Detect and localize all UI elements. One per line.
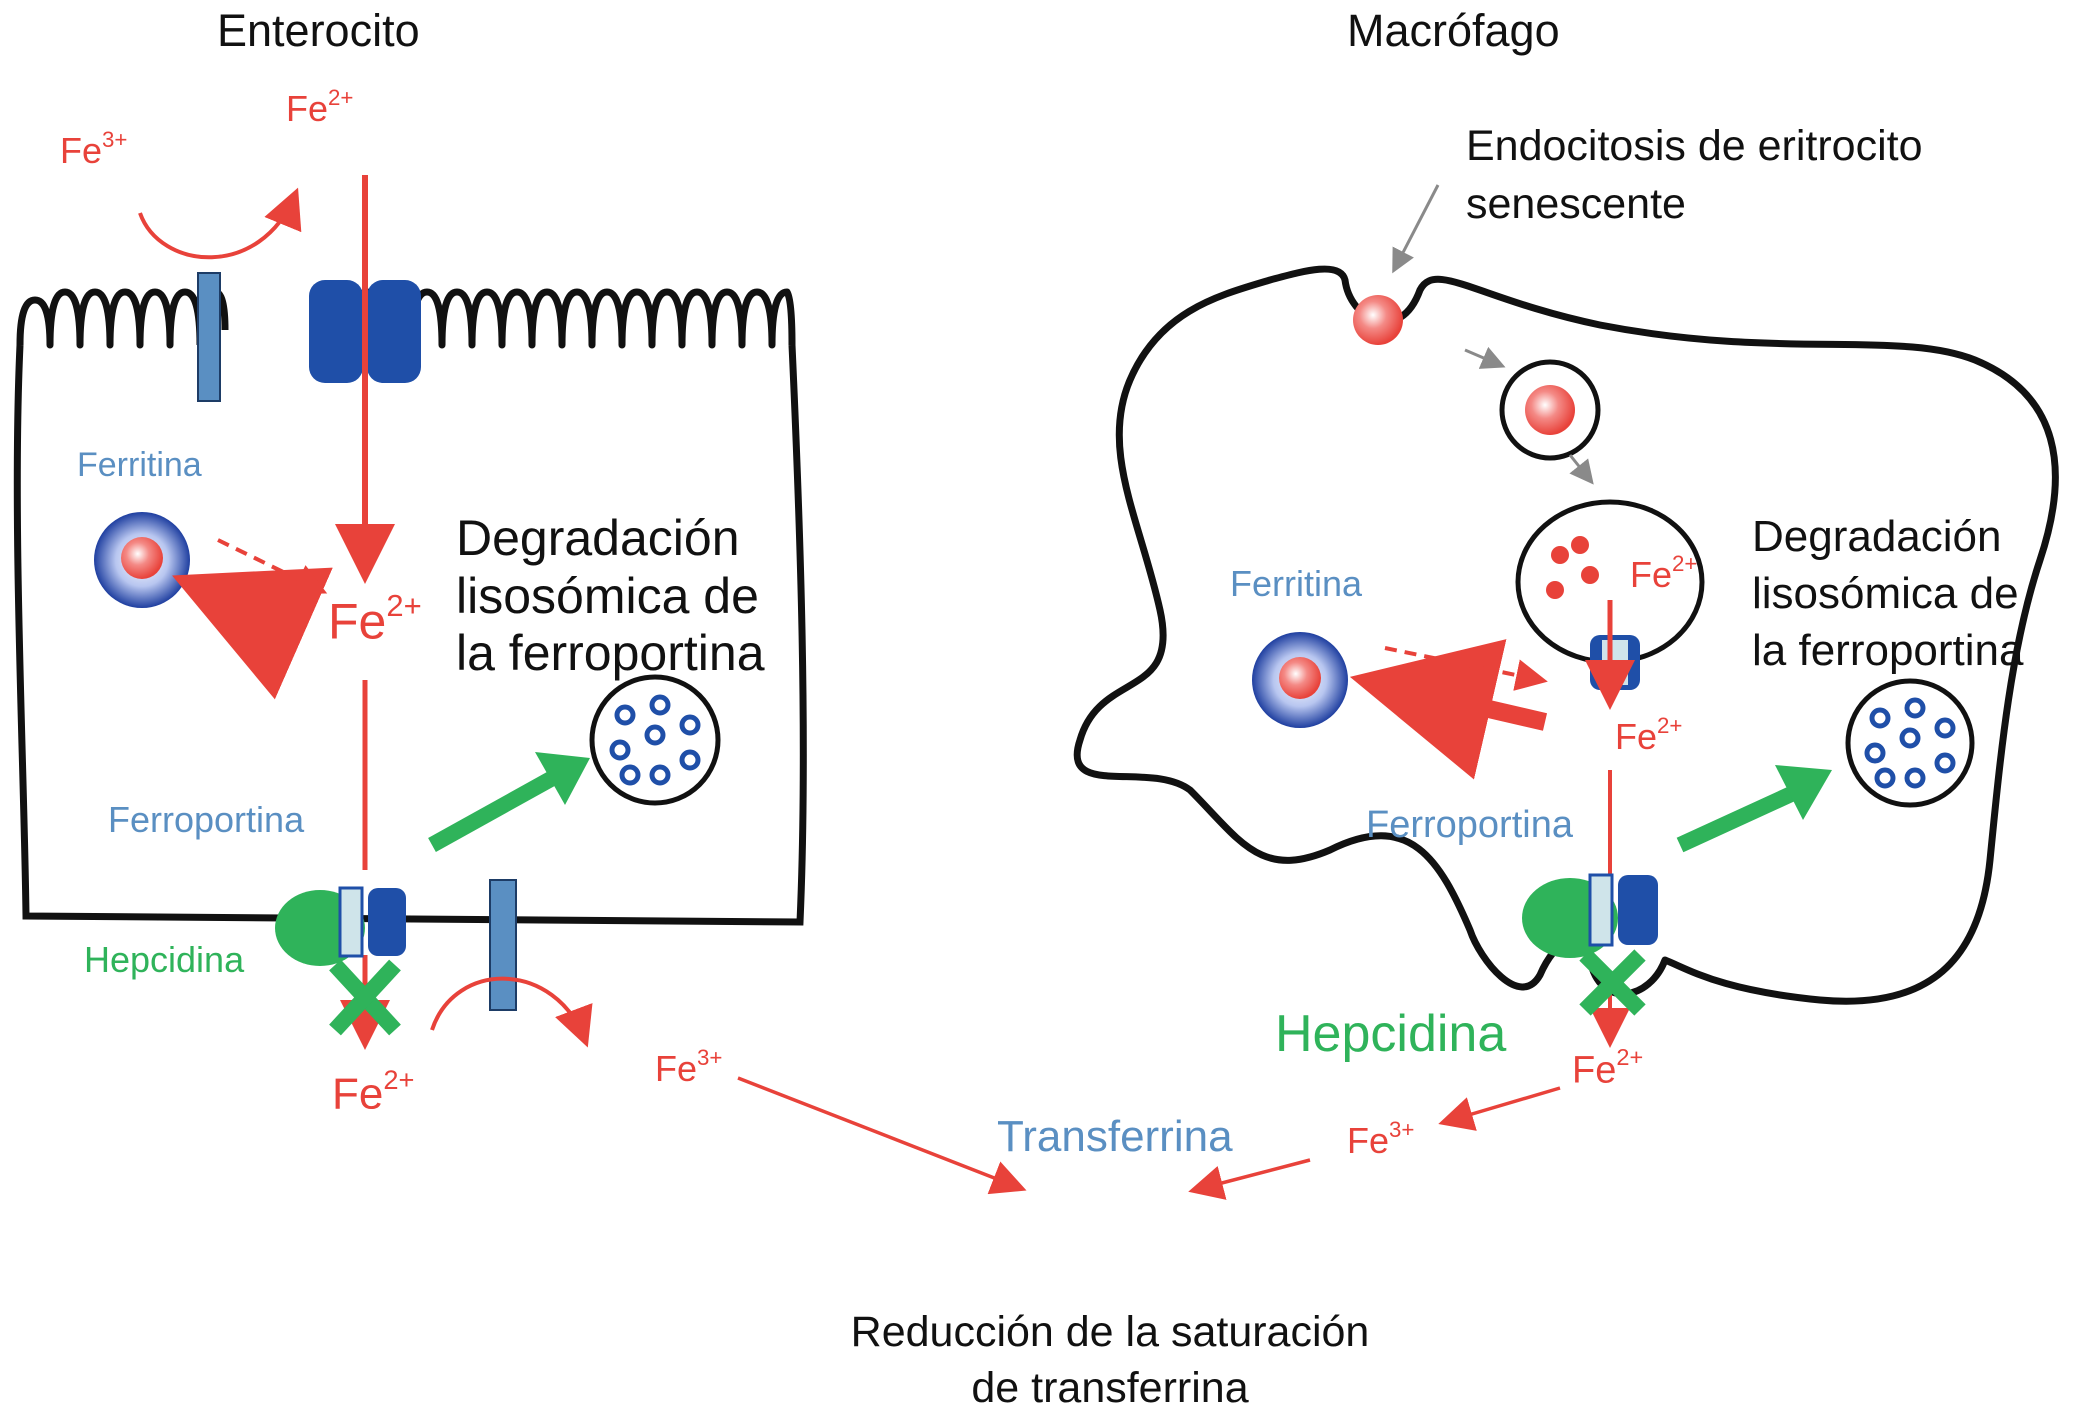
fe-symbol: Fe xyxy=(1615,716,1658,757)
release-dashed-arrow-macrophage xyxy=(1384,646,1548,691)
fe-symbol: Fe xyxy=(328,593,387,650)
result-line-1: Reducción de la saturación xyxy=(850,1308,1370,1356)
fe2-charge: 2+ xyxy=(1616,1044,1644,1071)
fe2-label-exit-macrophage: Fe2+ xyxy=(1572,1046,1643,1092)
degradation-line-3: la ferroportina xyxy=(1752,626,2024,676)
fe2-oxidation-line-macrophage xyxy=(1438,1086,1561,1131)
degradation-arrowhead-macrophage xyxy=(1775,765,1832,820)
enterocyte-membrane xyxy=(13,344,807,926)
block-x-enterocyte-b xyxy=(329,959,401,1036)
storage-arrow-enterocyte xyxy=(172,567,333,700)
ferritina-label-macrophage: Ferritina xyxy=(1230,563,1363,604)
block-x-macrophage-b xyxy=(1579,949,1646,1016)
degradation-line-1: Degradación xyxy=(456,510,740,566)
ferroportina-label-enterocyte: Ferroportina xyxy=(108,799,305,840)
endosome-path-2 xyxy=(1568,454,1594,485)
extracellular-transport xyxy=(737,1076,1561,1200)
ferroportina-label-macrophage: Ferroportina xyxy=(1366,804,1573,846)
fe2-label-cytosol-macrophage: Fe2+ xyxy=(1615,714,1682,757)
lysosomal-transporter-inner xyxy=(1602,640,1628,685)
fe-symbol: Fe xyxy=(655,1048,698,1089)
degraded-ferroportin-enterocyte xyxy=(609,694,701,786)
fe2-charge: 2+ xyxy=(386,588,422,624)
fe2-oxidation-arrow xyxy=(430,976,593,1048)
endocytosis-line-1: Endocitosis de eritrocito xyxy=(1466,122,1923,170)
dmt1-transporter xyxy=(309,280,363,383)
release-dashed-arrow-enterocyte xyxy=(217,538,328,594)
fe3-charge: 3+ xyxy=(1389,1116,1415,1142)
macrophage-cell xyxy=(1073,184,2059,1048)
ferritin-core-enterocyte xyxy=(121,537,163,579)
endocytosis-line-2: senescente xyxy=(1466,180,1686,229)
hephaestin-basolateral xyxy=(489,879,517,1011)
heme-iron-dots xyxy=(1546,536,1599,599)
fe3-charge: 3+ xyxy=(102,126,128,152)
ferritina-label-enterocyte: Ferritina xyxy=(77,446,202,484)
ferroportin-macrophage-right xyxy=(1618,875,1658,945)
dmt1-transporter-right xyxy=(367,280,421,383)
fe2-label-basolateral: Fe2+ xyxy=(332,1066,414,1119)
degradation-line-1: Degradación xyxy=(1752,512,2002,561)
fe3-reduction-arrow xyxy=(138,187,302,260)
storage-arrow-macrophage xyxy=(1349,639,1548,780)
fe3-label-apical: Fe3+ xyxy=(60,128,127,171)
fe-symbol: Fe xyxy=(1347,1120,1390,1161)
degradation-arrowhead-enterocyte xyxy=(535,752,590,805)
fe-symbol: Fe xyxy=(1630,554,1673,595)
ferroportin-enterocyte-right xyxy=(368,888,406,956)
fe-symbol: Fe xyxy=(286,88,329,129)
erythrocyte-endosome xyxy=(1525,385,1575,435)
degradation-line-2: lisosómica de xyxy=(1752,569,2019,619)
title-macrophage: Macrófago xyxy=(1347,5,1560,56)
fe-symbol: Fe xyxy=(1572,1049,1617,1092)
result-line-2: de transferrina xyxy=(971,1363,1249,1412)
erythrocyte-engulfing xyxy=(1353,295,1403,345)
endocytosis-pointer xyxy=(1392,184,1440,274)
enterocyte-cell xyxy=(13,175,807,1050)
endocytosis-label: Endocitosis de eritrocito senescente xyxy=(1466,117,1923,233)
fe-symbol: Fe xyxy=(332,1069,384,1119)
ferroportin-macrophage xyxy=(1588,873,1614,947)
degradation-line-3: la ferroportina xyxy=(456,625,765,681)
hepcidina-label-macrophage: Hepcidina xyxy=(1275,1005,1507,1063)
degradation-arrow-enterocyte xyxy=(428,768,562,852)
fe-symbol: Fe xyxy=(60,130,103,171)
fe2-charge: 2+ xyxy=(1657,712,1683,738)
hepcidina-label-enterocyte: Hepcidina xyxy=(84,939,245,980)
fe2-charge: 2+ xyxy=(328,84,354,110)
fe3-to-transferrin-arrow-left xyxy=(737,1076,1027,1195)
fe2-label-cytosol-enterocyte: Fe2+ xyxy=(328,590,422,650)
fe3-label-macrophage: Fe3+ xyxy=(1347,1118,1414,1161)
degradation-label-enterocyte: Degradación lisosómica de la ferroportin… xyxy=(456,510,765,683)
ferritin-core-macrophage xyxy=(1279,657,1321,699)
transferrina-label: Transferrina xyxy=(997,1112,1233,1161)
degradation-line-2: lisosómica de xyxy=(456,567,759,624)
fe3-to-transferrin-arrow-right xyxy=(1188,1158,1311,1200)
fe2-charge: 2+ xyxy=(383,1063,415,1095)
endosome-path-1 xyxy=(1464,346,1506,369)
fe3-charge: 3+ xyxy=(697,1044,723,1070)
fe2-label-phagolysosome: Fe2+ xyxy=(1630,552,1697,595)
result-label: Reducción de la saturación de transferri… xyxy=(790,1305,1430,1417)
fe3-label-basolateral: Fe3+ xyxy=(655,1046,722,1089)
ferroportin-enterocyte xyxy=(338,886,364,958)
degradation-arrow-macrophage xyxy=(1676,782,1804,853)
fe2-label-apical: Fe2+ xyxy=(286,86,353,129)
degradation-label-macrophage: Degradación lisosómica de la ferroportin… xyxy=(1752,508,2023,680)
degraded-ferroportin-macrophage xyxy=(1864,697,1956,789)
title-enterocyte: Enterocito xyxy=(217,5,420,56)
reductase-apical xyxy=(197,272,221,402)
fe2-charge: 2+ xyxy=(1672,550,1698,576)
